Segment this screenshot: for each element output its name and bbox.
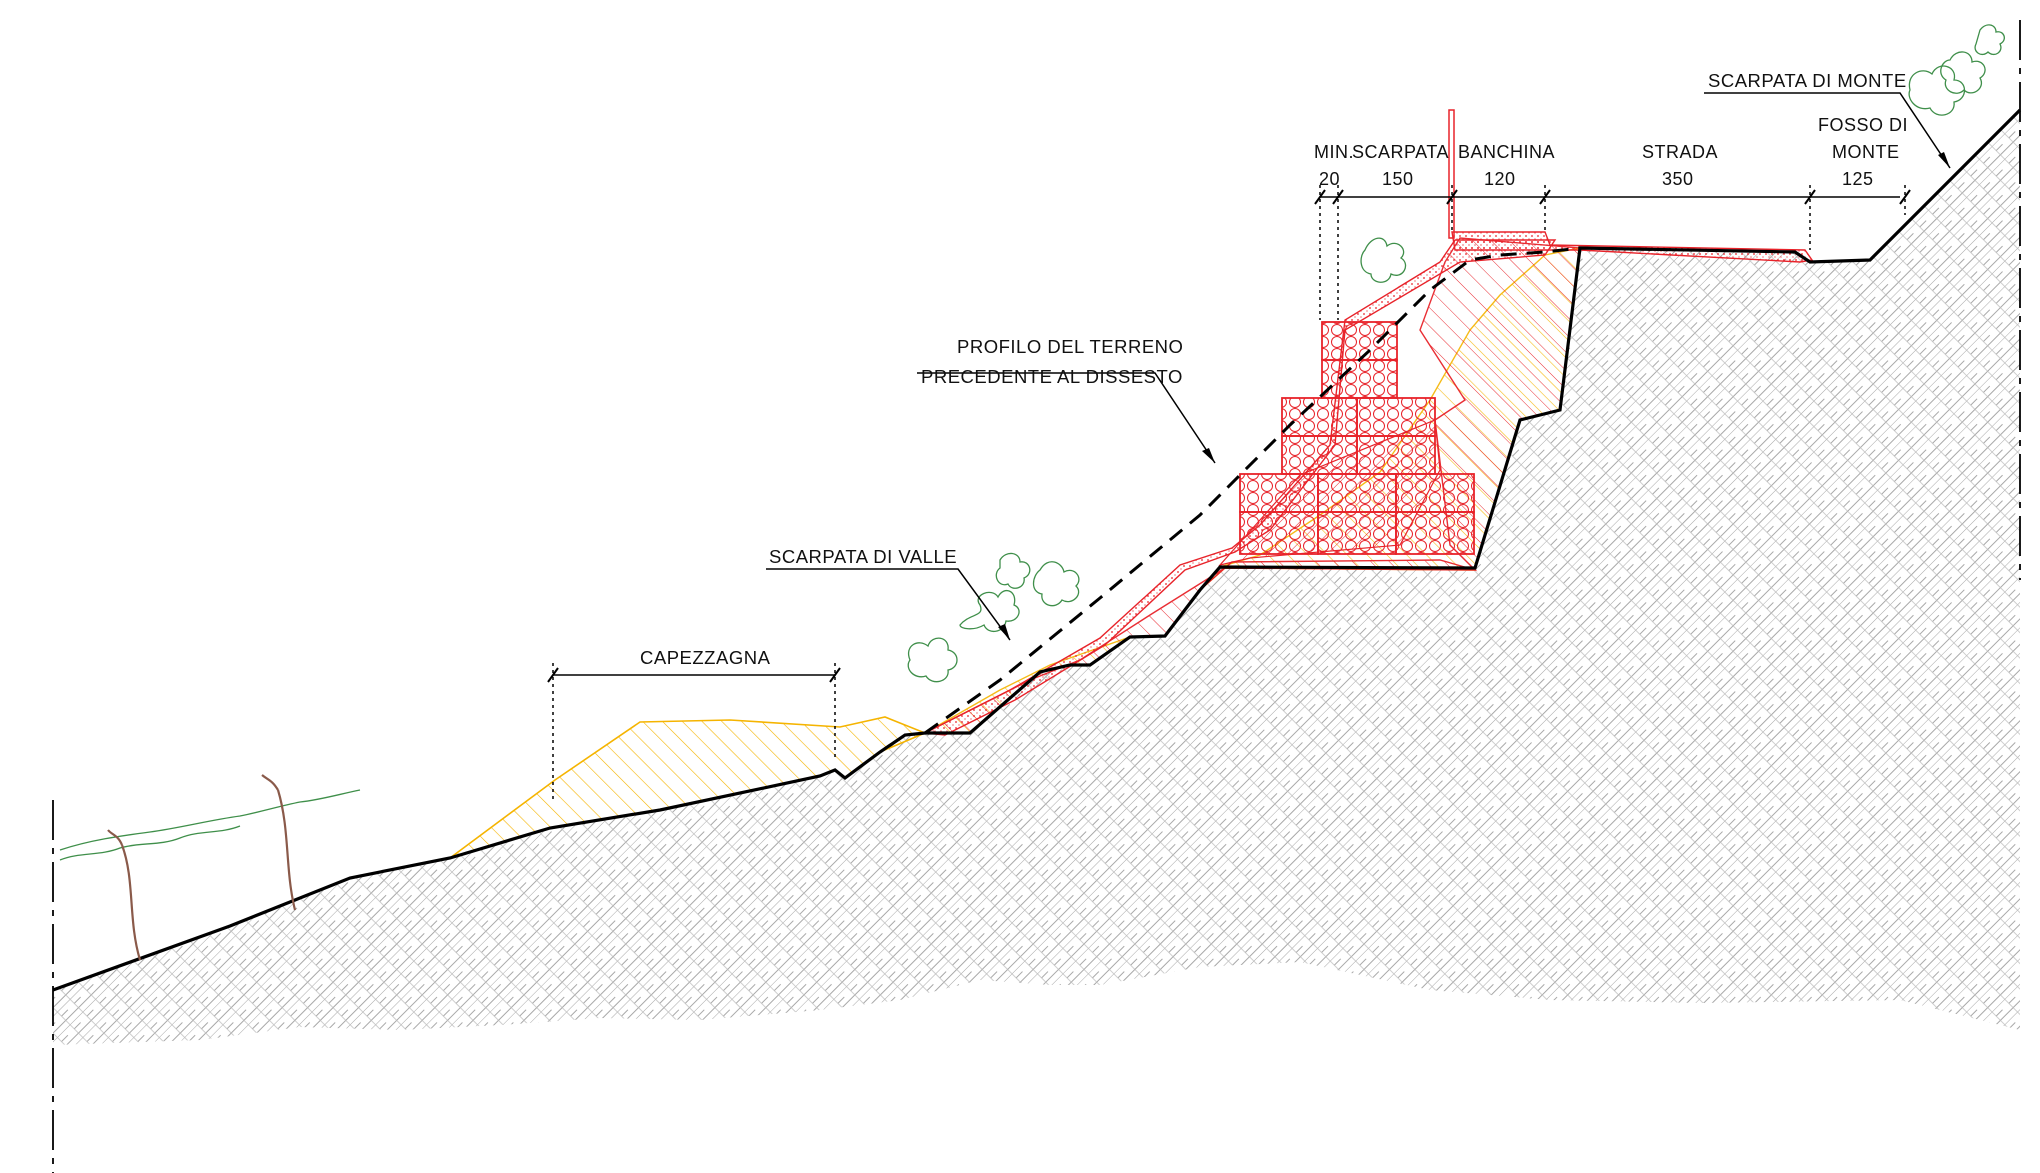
dim-fosso-label-line1: FOSSO DI	[1818, 115, 1908, 135]
terrain-section	[53, 110, 2020, 1045]
leader-arrows	[998, 152, 1950, 640]
dim-scarpata-label: SCARPATA	[1352, 142, 1449, 162]
profilo-label-line2: PRECEDENTE AL DISSESTO	[921, 366, 1183, 387]
guard-post	[1448, 109, 1455, 239]
dim-fosso-label-line2: MONTE	[1832, 142, 1900, 162]
dim-min-value: 20	[1319, 169, 1340, 189]
leader-lines	[552, 92, 1951, 800]
terrain-profile-line	[52, 108, 2022, 992]
dim-banchina-value: 120	[1484, 169, 1516, 189]
dim-strada-label: STRADA	[1642, 142, 1718, 162]
vine-trunks	[107, 774, 297, 961]
scarpata-di-valle-label: SCARPATA DI VALLE	[769, 546, 957, 567]
road-pavement	[1451, 231, 1814, 263]
gabion-wall	[1239, 321, 1475, 555]
capezzagna-label: CAPEZZAGNA	[640, 647, 771, 668]
profilo-label-line1: PROFILO DEL TERRENO	[957, 336, 1183, 357]
dim-min-label: MIN.	[1314, 142, 1354, 162]
scarpata-di-monte-label: SCARPATA DI MONTE	[1708, 70, 1907, 91]
previous-terrain-profile	[924, 246, 1581, 735]
dim-banchina-label: BANCHINA	[1458, 142, 1555, 162]
dim-strada-value: 350	[1662, 169, 1694, 189]
dim-scarpata-value: 150	[1382, 169, 1414, 189]
dim-fosso-value: 125	[1842, 169, 1874, 189]
dimension-ticks	[547, 189, 1911, 683]
